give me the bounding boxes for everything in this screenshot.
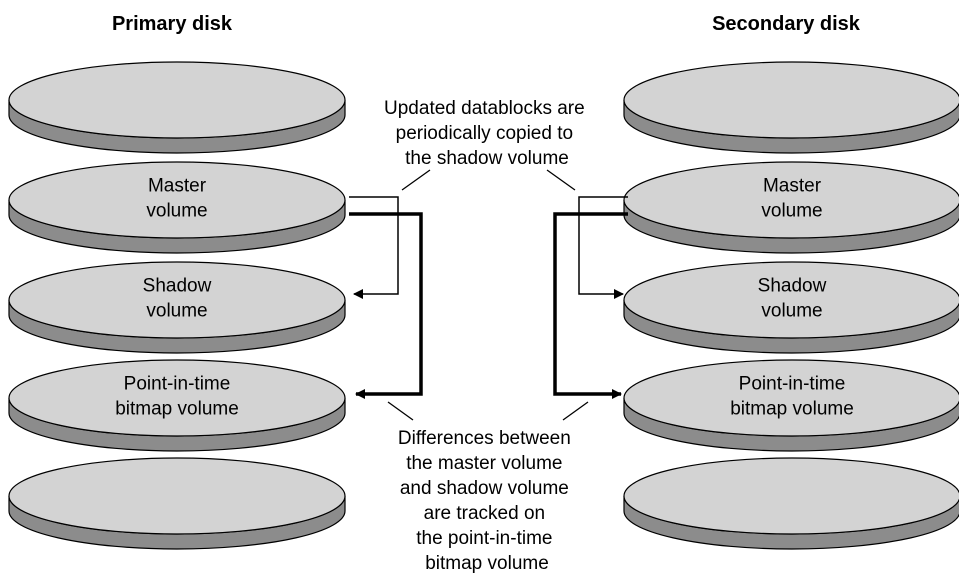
annotation-bottom-line: the master volume: [406, 453, 562, 474]
master-volume-label: volume: [146, 201, 207, 222]
platter-bottom-platter: [8, 457, 346, 550]
shadow-volume-label: volume: [146, 301, 207, 322]
primary-disk-stack: MastervolumeShadowvolumePoint-in-timebit…: [8, 61, 346, 550]
secondary-disk-stack: MastervolumeShadowvolumePoint-in-timebit…: [623, 61, 959, 550]
platter-top-face: [8, 261, 346, 339]
primary-disk-title: Primary disk: [112, 13, 233, 35]
annotation-bottom-line: bitmap volume: [425, 553, 549, 574]
bitmap-volume-label: Point-in-time: [124, 374, 231, 395]
shadow-volume-label: Shadow: [758, 276, 827, 297]
bitmap-volume-label: bitmap volume: [115, 399, 239, 420]
shadow-volume-platter: Shadow volume: [623, 261, 959, 354]
shadow-volume-label: Shadow: [143, 276, 212, 297]
platter-top-face: [8, 359, 346, 437]
shadow-volume-platter: Shadow volume: [8, 261, 346, 354]
platter-top-platter: [623, 61, 959, 154]
annotation-bottom-line: are tracked on: [424, 503, 545, 524]
platter-top-face: [8, 457, 346, 535]
master-volume-label: Master: [763, 176, 822, 197]
secondary-copy-connector: [578, 196, 628, 299]
annotation-bottom-line: Differences between: [398, 428, 571, 449]
platter-top-platter: [8, 61, 346, 154]
platter-top-face: [8, 61, 346, 139]
annotation-top: Updated datablocks are periodically copi…: [384, 98, 590, 169]
bitmap-volume-label: bitmap volume: [730, 399, 854, 420]
annotation-bottom: Differences between the master volume an…: [398, 428, 576, 574]
platter-top-face: [623, 359, 959, 437]
platter-top-face: [623, 61, 959, 139]
annotation-bottom-line: and shadow volume: [400, 478, 569, 499]
secondary-bitmap-connector: [553, 212, 628, 399]
platter-top-face: [623, 261, 959, 339]
annotation-bottom-pointer-left: [387, 401, 414, 421]
annotation-top-line: Updated datablocks are: [384, 98, 585, 119]
bitmap-volume-label: Point-in-time: [739, 374, 846, 395]
annotation-top-pointer-left: [401, 169, 431, 191]
bitmap-volume-platter: Point-in-time bitmap volume: [623, 359, 959, 452]
platter-top-face: [623, 457, 959, 535]
master-volume-platter: Master volume: [623, 161, 959, 254]
platter-bottom-platter: [623, 457, 959, 550]
primary-bitmap-connector: [349, 212, 423, 399]
master-volume-label: volume: [761, 201, 822, 222]
annotation-top-line: periodically copied to: [396, 123, 573, 144]
platter-top-face: [8, 161, 346, 239]
annotation-top-line: the shadow volume: [405, 148, 569, 169]
master-volume-label: Master: [148, 176, 207, 197]
annotation-bottom-pointer-right: [562, 401, 589, 421]
master-volume-platter: Master volume: [8, 161, 346, 254]
platter-top-face: [623, 161, 959, 239]
secondary-disk-title: Secondary disk: [712, 13, 861, 35]
annotation-bottom-line: the point-in-time: [416, 528, 552, 549]
shadow-volume-label: volume: [761, 301, 822, 322]
annotation-top-pointer-right: [546, 169, 576, 191]
primary-copy-connector: [349, 196, 399, 299]
bitmap-volume-platter: Point-in-time bitmap volume: [8, 359, 346, 452]
